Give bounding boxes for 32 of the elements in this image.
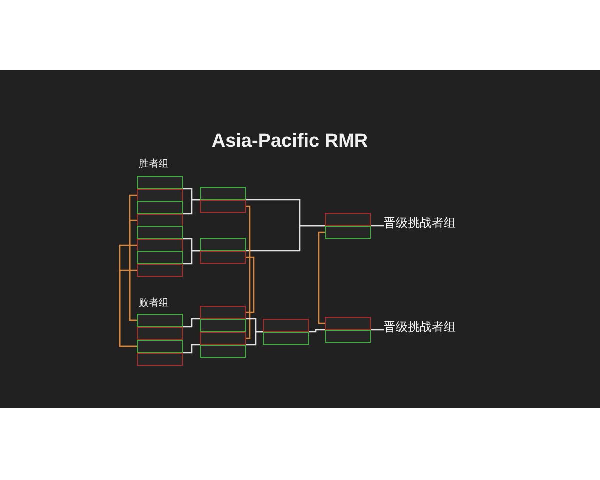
match-box bbox=[200, 306, 246, 332]
bracket-line bbox=[246, 331, 263, 346]
group-label: 胜者组 bbox=[139, 158, 169, 172]
bracket-line bbox=[246, 206, 251, 340]
bracket-line bbox=[119, 270, 137, 348]
bracket-line bbox=[183, 344, 200, 354]
match-box bbox=[137, 226, 183, 252]
advance-label: 晋级挑战者组 bbox=[384, 214, 456, 232]
bracket-line bbox=[129, 220, 137, 322]
bracket-line bbox=[246, 225, 325, 252]
bracket-line bbox=[183, 250, 200, 265]
match-box bbox=[200, 332, 246, 358]
bracket-line bbox=[371, 225, 384, 227]
bracket-line bbox=[371, 329, 384, 331]
bracket-line bbox=[318, 232, 325, 324]
bracket-line bbox=[183, 199, 200, 215]
match-box bbox=[200, 238, 246, 264]
match-box bbox=[325, 213, 371, 239]
bracket-title: Asia-Pacific RMR bbox=[210, 130, 370, 154]
group-label: 败者组 bbox=[139, 296, 169, 311]
match-box bbox=[137, 201, 183, 227]
match-box bbox=[137, 251, 183, 277]
bracket-line bbox=[309, 329, 325, 333]
match-box bbox=[137, 340, 183, 366]
match-box bbox=[137, 314, 183, 340]
match-box bbox=[200, 187, 246, 213]
match-box bbox=[263, 319, 309, 345]
match-box bbox=[325, 317, 371, 343]
match-box bbox=[137, 176, 183, 202]
bracket-line bbox=[246, 256, 255, 314]
bracket-line bbox=[183, 318, 200, 328]
advance-label: 晋级挑战者组 bbox=[384, 318, 456, 336]
